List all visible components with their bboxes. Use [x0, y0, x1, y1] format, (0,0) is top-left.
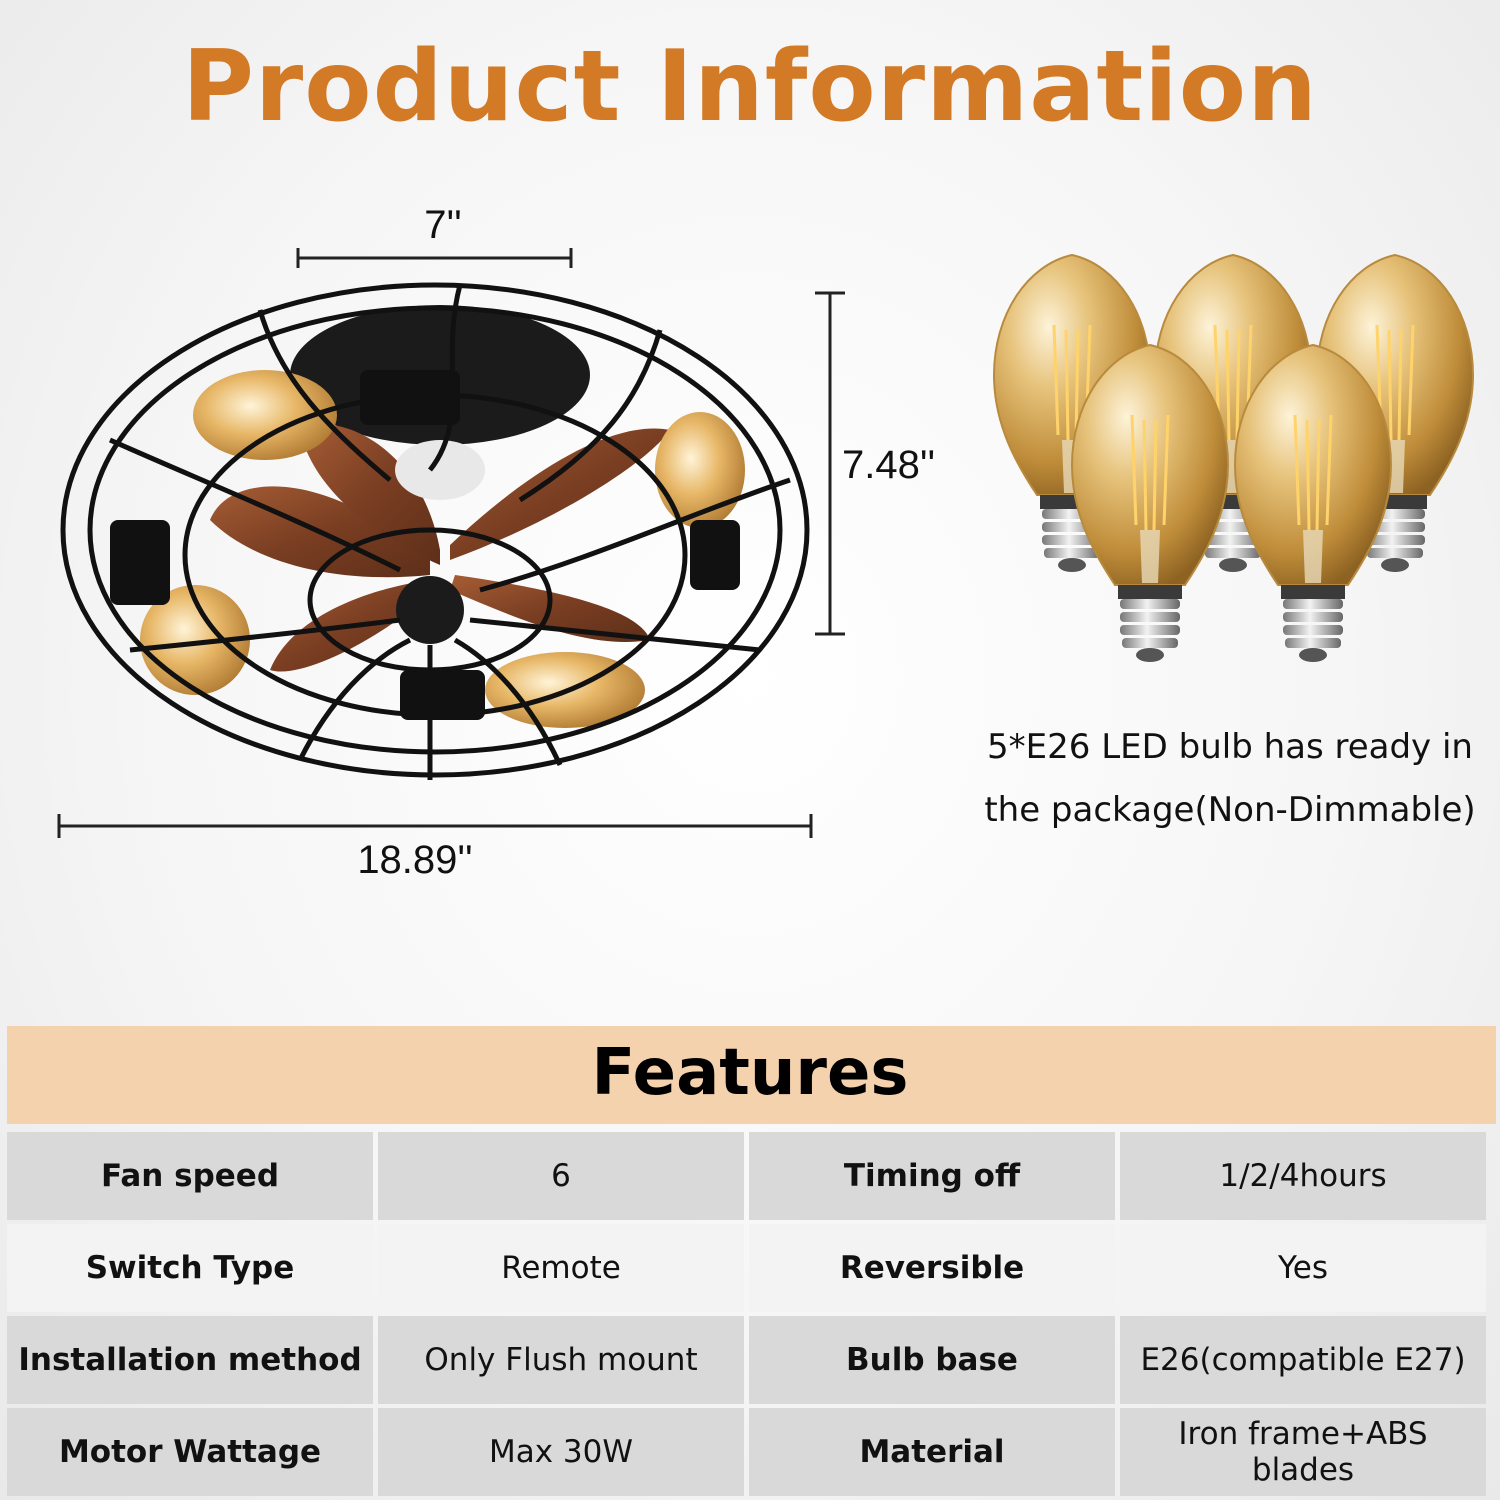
ceiling-fan-illustration	[57, 248, 845, 838]
spec-value: Iron frame+ABS blades	[1120, 1408, 1486, 1496]
spec-label: Switch Type	[7, 1224, 373, 1312]
spec-label: Bulb base	[749, 1316, 1115, 1404]
fan-motor	[395, 440, 485, 500]
table-row: Switch Type Remote Reversible Yes	[7, 1224, 1486, 1312]
bulb-note-line-1: 5*E26 LED bulb has ready in	[987, 727, 1473, 767]
diameter-dimension	[57, 814, 813, 838]
bulb-4	[1070, 343, 1230, 664]
spec-value: E26(compatible E27)	[1120, 1316, 1486, 1404]
spec-value: Yes	[1120, 1224, 1486, 1312]
table-row: Installation method Only Flush mount Bul…	[7, 1316, 1486, 1404]
bulbs-group	[992, 253, 1475, 664]
spec-value: Max 30W	[378, 1408, 744, 1496]
bulb-package-note: 5*E26 LED bulb has ready in the package(…	[960, 716, 1500, 842]
spec-label: Material	[749, 1408, 1115, 1496]
fan-cage	[60, 282, 810, 780]
spec-label: Motor Wattage	[7, 1408, 373, 1496]
top-width-dimension	[296, 248, 573, 268]
table-row: Motor Wattage Max 30W Material Iron fram…	[7, 1408, 1486, 1496]
features-title: Features	[591, 1036, 909, 1110]
spec-value: Only Flush mount	[378, 1316, 744, 1404]
spec-label: Fan speed	[7, 1132, 373, 1220]
height-label: 7.48''	[842, 443, 936, 487]
spec-label: Installation method	[7, 1316, 373, 1404]
features-table: Fan speed 6 Timing off 1/2/4hours Switch…	[2, 1128, 1491, 1500]
led-bulbs-illustration	[992, 253, 1475, 664]
bulb-5	[1233, 343, 1393, 664]
features-header-band	[7, 1026, 1496, 1124]
spec-value: 1/2/4hours	[1120, 1132, 1486, 1220]
table-row: Fan speed 6 Timing off 1/2/4hours	[7, 1132, 1486, 1220]
fan-hub	[396, 576, 464, 644]
bulb-note-line-2: the package(Non-Dimmable)	[984, 790, 1476, 830]
spec-value: Remote	[378, 1224, 744, 1312]
top-width-label: 7''	[424, 203, 462, 247]
height-dimension	[815, 291, 845, 636]
spec-value: 6	[378, 1132, 744, 1220]
diameter-label: 18.89''	[357, 838, 473, 882]
page-title: Product Information	[182, 30, 1318, 144]
spec-label: Timing off	[749, 1132, 1115, 1220]
spec-label: Reversible	[749, 1224, 1115, 1312]
